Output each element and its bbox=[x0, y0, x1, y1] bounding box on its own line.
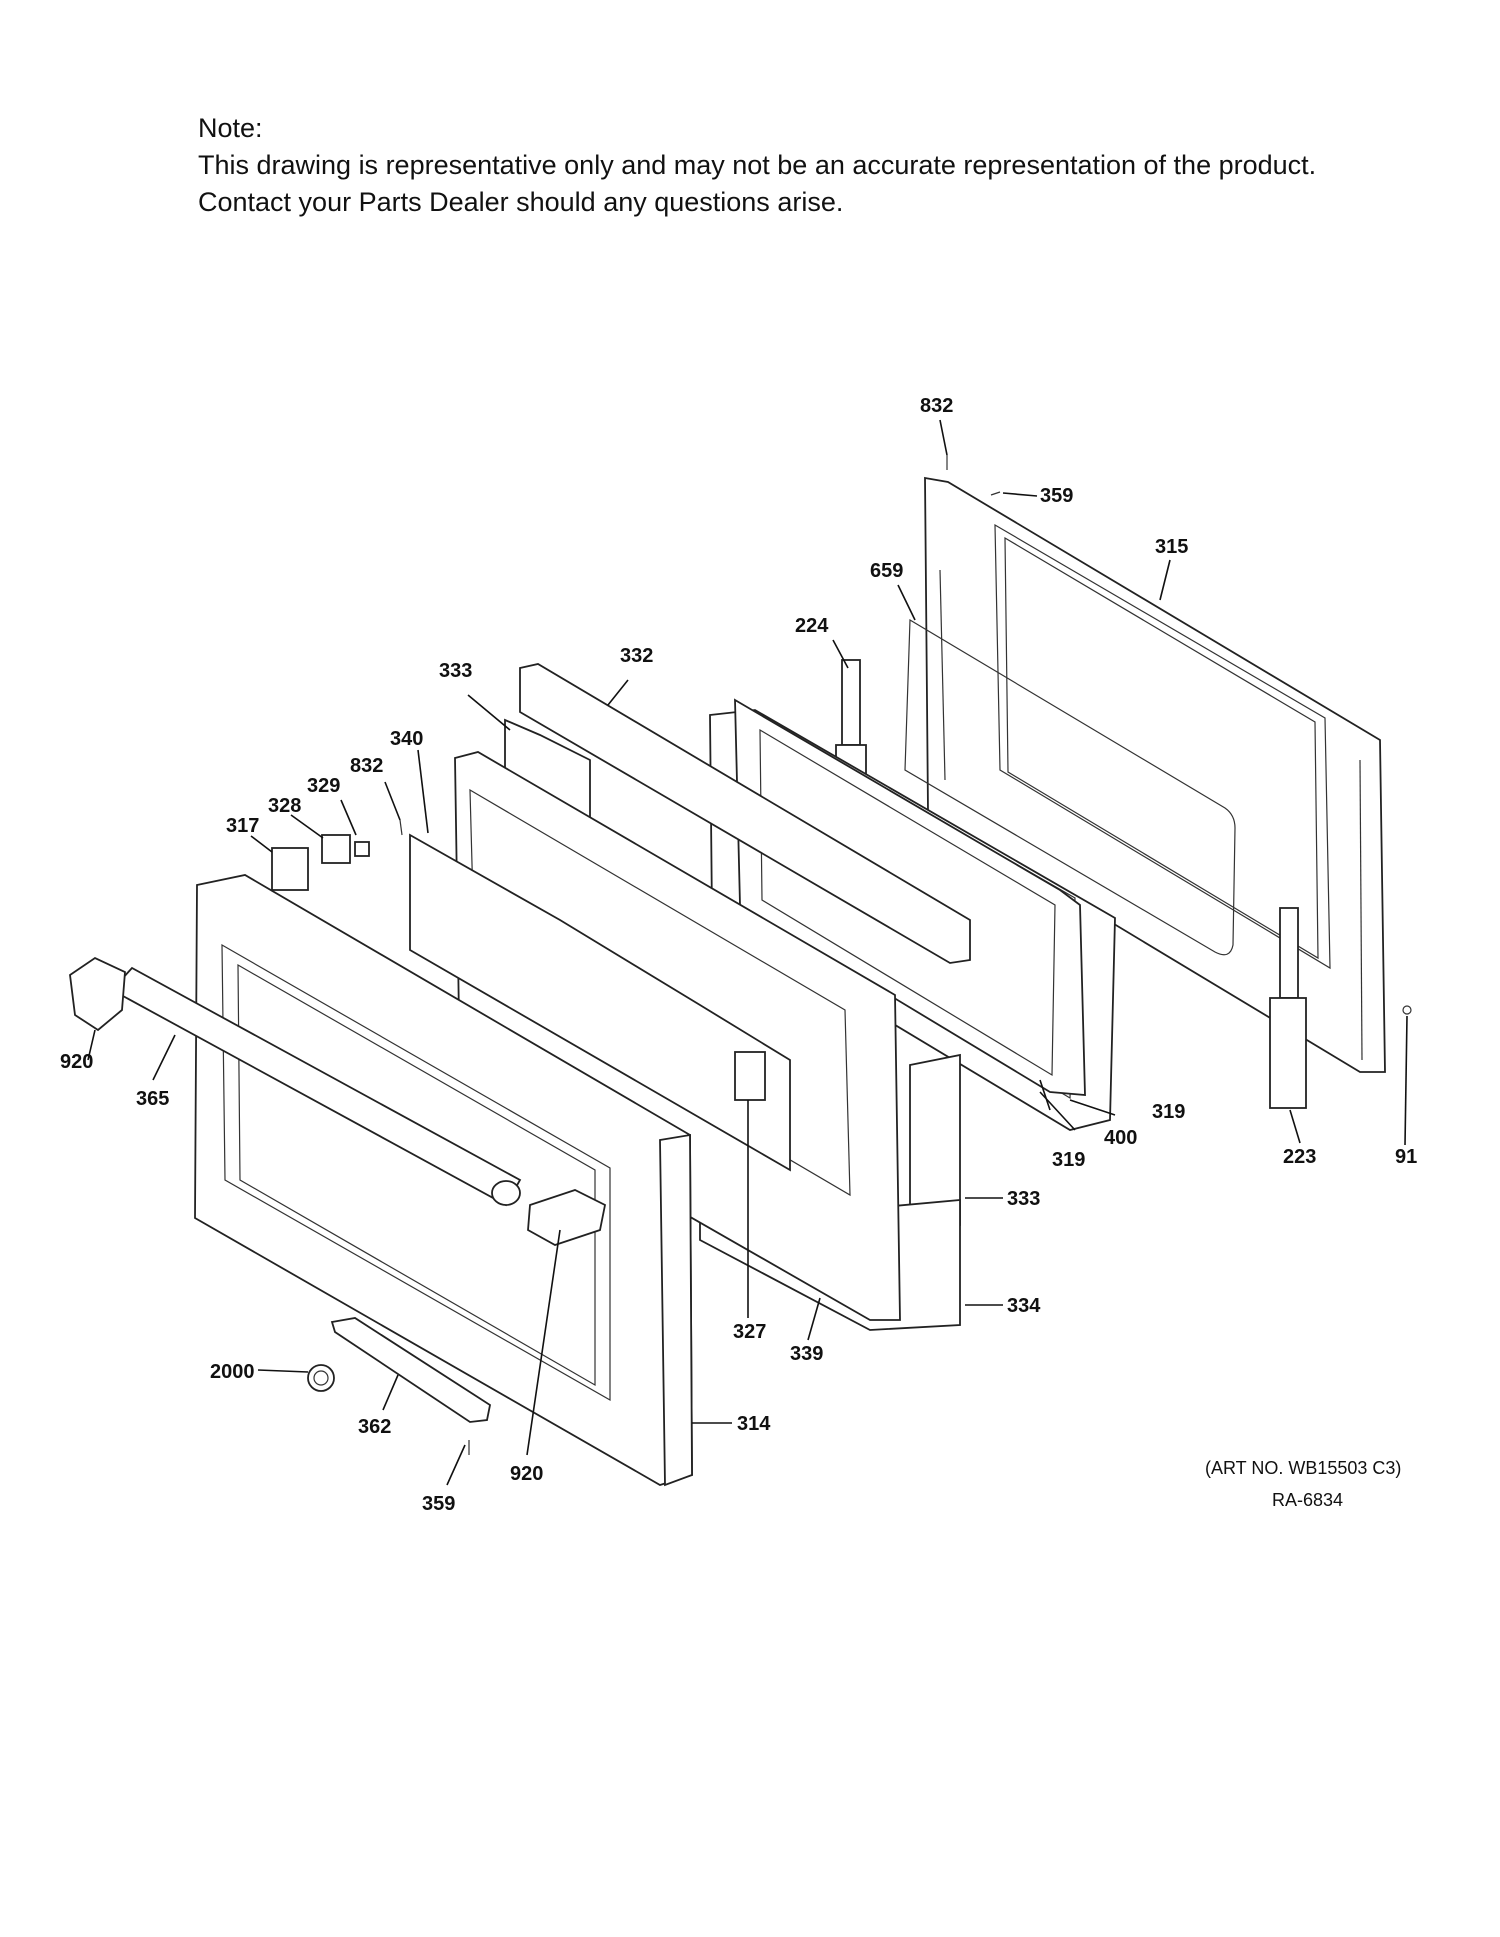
callout-362: 362 bbox=[358, 1416, 391, 1438]
callout-223: 223 bbox=[1283, 1146, 1316, 1168]
hinge-right bbox=[1269, 907, 1307, 1109]
leader-lines bbox=[87, 419, 1408, 1486]
callout-659: 659 bbox=[870, 560, 903, 582]
callout-319-left: 319 bbox=[1052, 1149, 1085, 1171]
note-heading: Note: bbox=[198, 113, 263, 143]
callout-2000: 2000 bbox=[210, 1361, 255, 1383]
callout-317: 317 bbox=[226, 815, 259, 837]
callout-339: 339 bbox=[790, 1343, 823, 1365]
callout-labels: 832 359 315 659 224 332 333 340 832 329 … bbox=[60, 395, 1417, 1515]
callout-315: 315 bbox=[1155, 536, 1188, 558]
callout-333-top: 333 bbox=[439, 660, 472, 682]
callout-329: 329 bbox=[307, 775, 340, 797]
callout-314: 314 bbox=[737, 1413, 771, 1435]
door-handle bbox=[69, 956, 607, 1246]
callout-328: 328 bbox=[268, 795, 301, 817]
callout-340: 340 bbox=[390, 728, 423, 750]
callout-832-left: 832 bbox=[350, 755, 383, 777]
callout-327: 327 bbox=[733, 1321, 766, 1343]
callout-359-top: 359 bbox=[1040, 485, 1073, 507]
outer-door-panel bbox=[194, 874, 693, 1487]
art-number: (ART NO. WB15503 C3) bbox=[1205, 1458, 1401, 1478]
door-gasket bbox=[904, 618, 1236, 956]
callout-920-left: 920 bbox=[60, 1051, 93, 1073]
inner-door-panel bbox=[924, 476, 1386, 1073]
callout-332: 332 bbox=[620, 645, 653, 667]
ra-number: RA-6834 bbox=[1272, 1490, 1343, 1510]
disclaimer-note: Note: This drawing is representative onl… bbox=[198, 110, 1316, 221]
callout-224: 224 bbox=[795, 615, 829, 637]
hinge-blocks bbox=[271, 834, 766, 1101]
callout-365: 365 bbox=[136, 1088, 169, 1110]
callout-319-right: 319 bbox=[1152, 1101, 1185, 1123]
note-line-2: Contact your Parts Dealer should any que… bbox=[198, 187, 844, 217]
callout-920-bottom: 920 bbox=[510, 1463, 543, 1485]
inner-liner-frame bbox=[409, 751, 901, 1321]
callout-333-bottom: 333 bbox=[1007, 1188, 1040, 1210]
note-line-1: This drawing is representative only and … bbox=[198, 150, 1317, 180]
callout-832-top: 832 bbox=[920, 395, 953, 417]
callout-400: 400 bbox=[1104, 1127, 1137, 1149]
callout-334: 334 bbox=[1007, 1295, 1041, 1317]
trim-and-fasteners bbox=[307, 455, 1412, 1455]
callout-91: 91 bbox=[1395, 1146, 1417, 1168]
callout-359-bottom: 359 bbox=[422, 1493, 455, 1515]
